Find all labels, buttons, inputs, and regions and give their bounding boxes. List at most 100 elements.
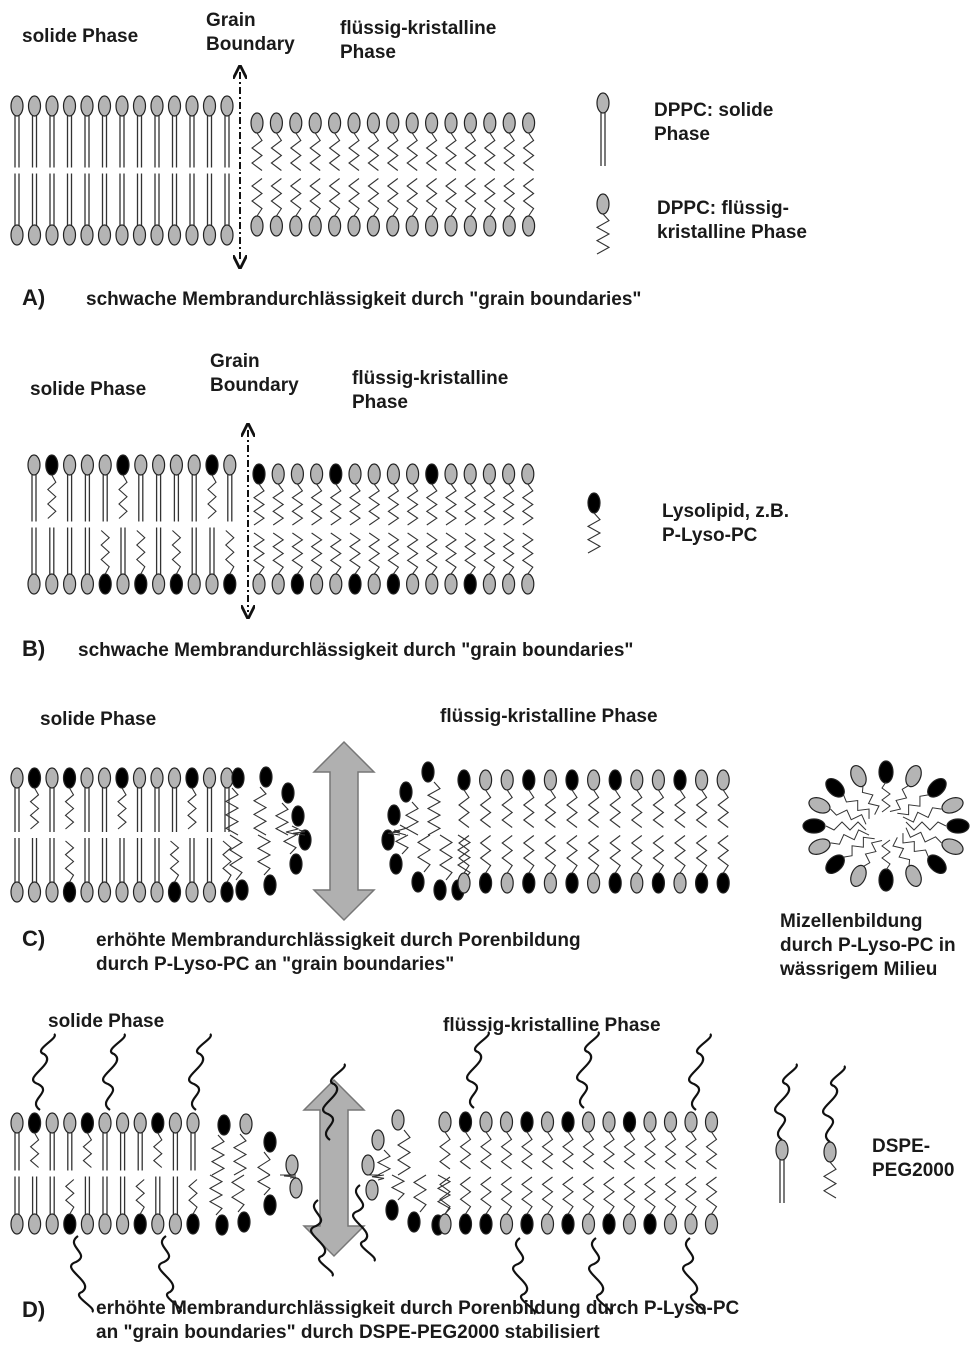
lysolipid-head — [458, 770, 470, 790]
lipid-head — [458, 873, 470, 893]
lipid-tail — [567, 836, 577, 874]
lipid-tail — [524, 836, 534, 874]
lipid-tail — [504, 179, 514, 217]
lipid-tail — [504, 533, 514, 574]
lysolipid-head — [562, 1112, 574, 1132]
lipid-tail — [378, 1150, 390, 1175]
lysolipid-head — [152, 1113, 164, 1133]
lipid-tail — [427, 133, 437, 171]
peg-chain — [467, 1032, 489, 1108]
lysolipid-head — [460, 1112, 472, 1132]
lipid-head — [426, 113, 438, 133]
lipid-head — [406, 113, 418, 133]
lipid-tail — [136, 1180, 144, 1215]
lipid-head — [169, 225, 181, 245]
lipid-tail — [252, 133, 262, 171]
lipid-head — [624, 1214, 636, 1234]
lysolipid-head — [46, 455, 58, 475]
lipid-tail — [258, 835, 270, 875]
lipid-tail — [271, 133, 281, 171]
lipid-head — [99, 1113, 111, 1133]
lipid-tail — [254, 533, 264, 574]
lipid-head — [152, 1214, 164, 1234]
panel-c-fluid-label: flüssig-kristalline Phase — [440, 706, 658, 727]
lysolipid-head — [879, 869, 893, 891]
lipid-tail — [427, 533, 437, 574]
lipid-head — [309, 113, 321, 133]
lipid-tail — [882, 782, 890, 812]
lysolipid-head — [135, 574, 147, 594]
lipid-head — [597, 194, 609, 214]
lipid-head — [501, 1214, 513, 1234]
lysolipid-head — [29, 1113, 41, 1133]
lipid-tail — [522, 1132, 532, 1169]
lipid-head — [674, 873, 686, 893]
lipid-head — [426, 216, 438, 236]
lipid-head — [290, 216, 302, 236]
panel-b-solid-label: solide Phase — [30, 379, 146, 400]
panel-c-caption-2: durch P-Lyso-PC an "grain boundaries" — [96, 954, 454, 975]
lipid-head — [251, 216, 263, 236]
peg-chain — [71, 1236, 93, 1312]
lipid-tail — [524, 179, 534, 217]
lipid-head — [169, 96, 181, 116]
lipid-head — [706, 1214, 718, 1234]
lipid-tail — [465, 484, 475, 525]
lipid-head — [603, 1112, 615, 1132]
lipid-head — [329, 216, 341, 236]
lipid-tail — [632, 790, 642, 828]
lipid-tail — [406, 802, 418, 835]
lipid-head — [99, 455, 111, 475]
lysolipid-head — [236, 880, 248, 900]
lysolipid-head — [134, 1214, 146, 1234]
lysolipid-head — [349, 574, 361, 594]
lipid-tail — [863, 840, 882, 866]
panel-a-boundary-label-2: Boundary — [206, 34, 295, 55]
lipid-head — [240, 1114, 252, 1134]
lipid-tail — [312, 533, 322, 574]
lipid-tail — [330, 179, 340, 217]
lysolipid-head — [464, 574, 476, 594]
lysolipid-head — [253, 464, 265, 484]
lipid-tail — [597, 214, 609, 254]
lipid-tail — [273, 484, 283, 525]
lipid-head — [11, 1214, 23, 1234]
lipid-tail — [292, 484, 302, 525]
lipid-head — [224, 455, 236, 475]
lysolipid-head — [264, 1132, 276, 1152]
lipid-tail — [446, 179, 456, 217]
lipid-head — [221, 225, 233, 245]
bilayer-a — [11, 96, 535, 245]
lipid-tail — [523, 484, 533, 525]
lipid-tail — [66, 841, 74, 882]
lipid-head — [134, 225, 146, 245]
lipid-head — [309, 216, 321, 236]
lysolipid-head — [434, 880, 446, 900]
lipid-head — [28, 574, 40, 594]
lipid-tail — [697, 790, 707, 828]
lipid-head — [186, 882, 198, 902]
lipid-head — [501, 770, 513, 790]
lysolipid-head — [562, 1214, 574, 1234]
lipid-head — [542, 1214, 554, 1234]
lipid-tail — [459, 790, 469, 828]
lipid-tail — [446, 484, 456, 525]
lipid-tail — [584, 1132, 594, 1169]
lipid-head — [81, 1214, 93, 1234]
lipid-tail — [502, 1177, 512, 1214]
lipid-tail — [234, 1134, 246, 1175]
peg-chain — [189, 1034, 211, 1110]
legend-b-icons — [588, 493, 600, 553]
lysolipid-head — [99, 574, 111, 594]
lipid-head — [503, 216, 515, 236]
lysolipid-head — [652, 873, 664, 893]
lipid-tail — [312, 484, 322, 525]
lipid-head — [28, 455, 40, 475]
lysolipid-head — [81, 1113, 93, 1133]
lipid-head — [286, 1155, 298, 1175]
lipid-head — [445, 216, 457, 236]
lipid-tail — [625, 1177, 635, 1214]
lipid-tail — [632, 836, 642, 874]
lipid-tail — [893, 837, 910, 866]
